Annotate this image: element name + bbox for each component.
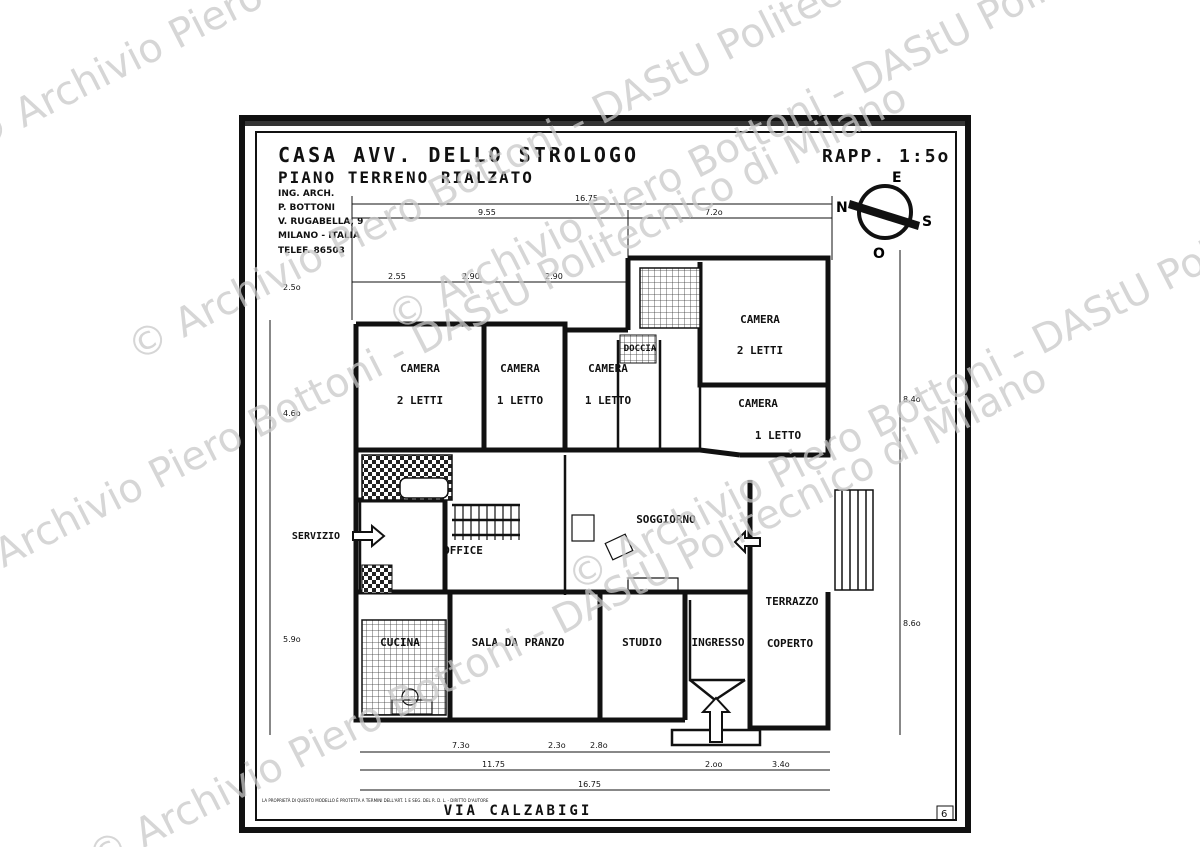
dim-label: 2.90 (462, 272, 480, 281)
architect-line: P. BOTTONI (278, 203, 335, 213)
dim-label: 2.5o (283, 283, 301, 292)
partition-walls (358, 340, 762, 747)
entrance-arrow-icon (700, 696, 732, 743)
room-label: 2 LETTI (737, 344, 783, 357)
dim-label: 8.6o (903, 619, 921, 628)
room-label: CUCINA (380, 636, 420, 649)
architect-line: TELEF. 86503 (278, 246, 345, 256)
dim-label: 16.75 (575, 194, 598, 203)
room-label: SALA DA PRANZO (472, 636, 565, 649)
drawing-title: CASA AVV. DELLO STROLOGO (278, 143, 639, 167)
drawing-subtitle: PIANO TERRENO RIALZATO (278, 168, 534, 187)
sheet-number-box: 6 (936, 805, 954, 821)
copyright-note: LA PROPRIETÀ DI QUESTO MODELLO È PROTETT… (262, 798, 489, 803)
room-label: 1 LETTO (497, 394, 544, 407)
dim-label: 2.8o (590, 741, 608, 750)
dim-label: 2.3o (548, 741, 566, 750)
room-label: INGRESSO (692, 636, 745, 649)
terrace-arrow-icon (733, 529, 761, 555)
dim-label: 7.3o (452, 741, 470, 750)
room-label: CAMERA (738, 397, 778, 410)
room-label: SOGGIORNO (636, 513, 696, 526)
furniture (391, 514, 679, 715)
room-labels: CAMERA 2 LETTI CAMERA 1 LETTO CAMERA 1 L… (292, 313, 819, 650)
compass-s: S (922, 214, 932, 230)
dim-label: 11.75 (482, 760, 505, 769)
sheet-number: 6 (941, 809, 947, 820)
dim-label: 4.6o (283, 409, 301, 418)
architect-line: MILANO - ITALIA (278, 231, 360, 241)
dimension-lines (269, 196, 901, 791)
entrance-arrows (352, 523, 761, 743)
room-label: 1 LETTO (585, 394, 632, 407)
terrace-railing (834, 489, 874, 591)
room-label: 1 LETTO (755, 429, 802, 442)
stair (454, 505, 520, 540)
dim-label: 2.55 (388, 272, 406, 281)
room-label: CAMERA (740, 313, 780, 326)
servizio-arrow-icon (352, 523, 386, 549)
drawing-scale: RAPP. 1:5o (822, 146, 950, 167)
dim-label: 9.55 (478, 208, 496, 217)
walls (353, 255, 831, 731)
compass-o: O (873, 246, 885, 262)
room-label: CAMERA (588, 362, 628, 375)
dim-label: 2.oo (705, 760, 723, 769)
room-label: 2 LETTI (397, 394, 443, 407)
dim-label: 5.9o (283, 635, 301, 644)
compass-e: E (892, 170, 902, 186)
dim-label: 16.75 (578, 780, 601, 789)
room-label: DOCCIA (624, 344, 657, 354)
dim-label: 2.90 (545, 272, 563, 281)
dim-label: 3.4o (772, 760, 790, 769)
room-label: STUDIO (622, 636, 662, 649)
title-block: CASA AVV. DELLO STROLOGO PIANO TERRENO R… (278, 143, 950, 256)
room-label: CAMERA (500, 362, 540, 375)
compass-n: N (836, 200, 848, 216)
room-label: CAMERA (400, 362, 440, 375)
tiled-areas (361, 267, 701, 716)
architect-line: V. RUGABELLA, 9 (278, 217, 363, 227)
compass-rose: N E S O (836, 170, 932, 262)
dim-label: 7.2o (705, 208, 723, 217)
sheet-border (239, 115, 971, 833)
street-label: VIA CALZABIGI (444, 803, 593, 819)
room-label: SERVIZIO (292, 531, 340, 542)
room-label: TERRAZZO (766, 595, 819, 608)
architect-line: ING. ARCH. (278, 189, 334, 199)
dimension-labels: 16.75 9.55 7.2o 2.55 2.90 2.90 8.4o 8.6o… (283, 194, 921, 789)
dim-label: 8.4o (903, 395, 921, 404)
room-label: OFFICE (443, 544, 483, 557)
room-label: COPERTO (767, 637, 814, 650)
